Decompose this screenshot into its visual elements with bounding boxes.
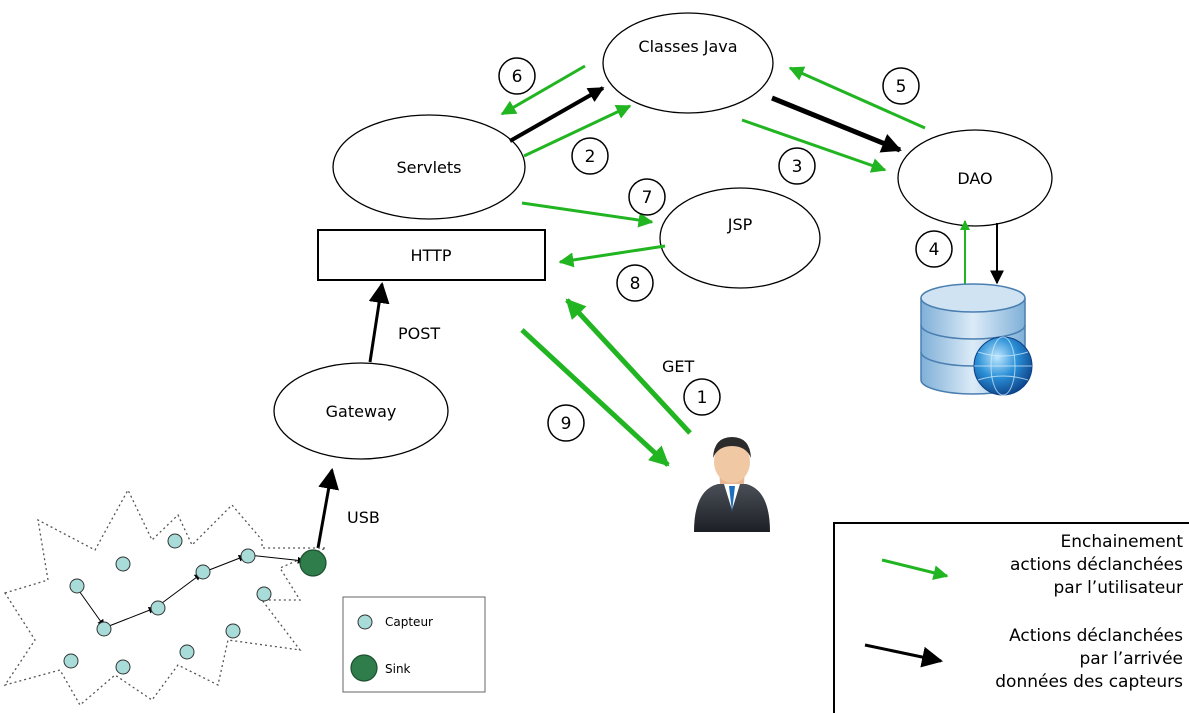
step-8-label: 8: [630, 274, 641, 294]
arrow-1-user-to-http: [565, 298, 692, 435]
sensor-node: [115, 659, 131, 675]
dao-label: DAO: [957, 169, 992, 188]
post-label: POST: [398, 324, 440, 343]
sensor-node: [256, 586, 272, 602]
step-4-label: 4: [929, 240, 940, 260]
step-9-marker: 9: [547, 404, 585, 442]
arrow-classes-to-dao-black: [771, 95, 902, 153]
sensor-node: [179, 644, 195, 660]
sensor-node: [225, 623, 241, 639]
arrow-7-servlets-to-jsp: [521, 201, 654, 228]
step-5-marker: 5: [882, 67, 920, 105]
database-globe-icon: [920, 283, 1033, 396]
arrow-5-dao-to-classes: [788, 66, 926, 130]
sink-node: [299, 549, 327, 577]
sensor-node: [195, 564, 211, 580]
arrow-8-jsp-to-http: [558, 244, 666, 268]
http-node: HTTP: [317, 229, 546, 281]
user-icon: [694, 437, 770, 532]
arrow-6-classes-to-servlets: [500, 64, 586, 116]
arrow-2-servlets-to-classes: [523, 104, 632, 158]
sensor-node: [96, 621, 112, 637]
legend-green-line-3: par l’utilisateur: [1053, 578, 1183, 598]
jsp-label: JSP: [727, 215, 753, 234]
network-cloud-outline: [3, 488, 327, 707]
dao-node: DAO: [897, 129, 1053, 227]
step-1-marker: 1: [683, 378, 721, 416]
step-2-label: 2: [585, 147, 596, 167]
servlets-node: Servlets: [332, 114, 526, 220]
step-6-marker: 6: [498, 57, 536, 95]
step-6-label: 6: [512, 67, 523, 87]
classes-java-label: Classes Java: [638, 37, 737, 56]
step-8-marker: 8: [616, 264, 654, 302]
step-3-marker: 3: [778, 147, 816, 185]
legend-black-line-2: par l’arrivée: [1079, 649, 1183, 669]
gateway-label: Gateway: [326, 402, 397, 421]
classes-java-node: Classes Java: [602, 12, 774, 114]
sensor-node: [63, 653, 79, 669]
capteur-legend-label: Capteur: [385, 615, 433, 629]
step-2-marker: 2: [571, 137, 609, 175]
sink-legend-label: Sink: [385, 662, 411, 676]
sensor-node: [150, 600, 166, 616]
arrow-3-classes-to-dao: [741, 118, 887, 173]
sensor-network: [3, 488, 327, 707]
sensor-node: [69, 578, 85, 594]
step-1-label: 1: [697, 388, 708, 408]
legend-black-line-1: Actions déclanchées: [1009, 626, 1183, 646]
servlets-label: Servlets: [397, 158, 462, 177]
step-7-marker: 7: [628, 178, 666, 216]
legend-green-line-1: Enchainement: [1061, 532, 1184, 552]
legend-green-line-2: actions déclanchées: [1010, 555, 1183, 575]
gateway-node: Gateway: [273, 362, 449, 460]
arrow-servlets-to-classes-black: [509, 86, 605, 143]
sensor-node: [240, 548, 256, 564]
step-4-marker: 4: [915, 230, 953, 268]
step-5-label: 5: [896, 77, 907, 97]
step-3-label: 3: [792, 157, 803, 177]
step-9-label: 9: [561, 414, 572, 434]
flow-legend: Enchainement actions déclanchées par l’u…: [833, 522, 1189, 713]
jsp-node: JSP: [659, 187, 821, 289]
http-label: HTTP: [411, 246, 452, 265]
arrow-9-http-to-user: [520, 328, 670, 467]
arrow-sink-to-gateway: [316, 467, 339, 549]
sensor-node: [115, 556, 131, 572]
sensor-node: [167, 533, 183, 549]
step-7-label: 7: [642, 188, 653, 208]
arrow-gateway-to-http: [368, 281, 390, 363]
get-label: GET: [662, 357, 695, 376]
usb-label: USB: [347, 508, 380, 527]
legend-black-line-3: données des capteurs: [995, 672, 1183, 692]
network-legend: Capteur Sink: [342, 596, 486, 693]
